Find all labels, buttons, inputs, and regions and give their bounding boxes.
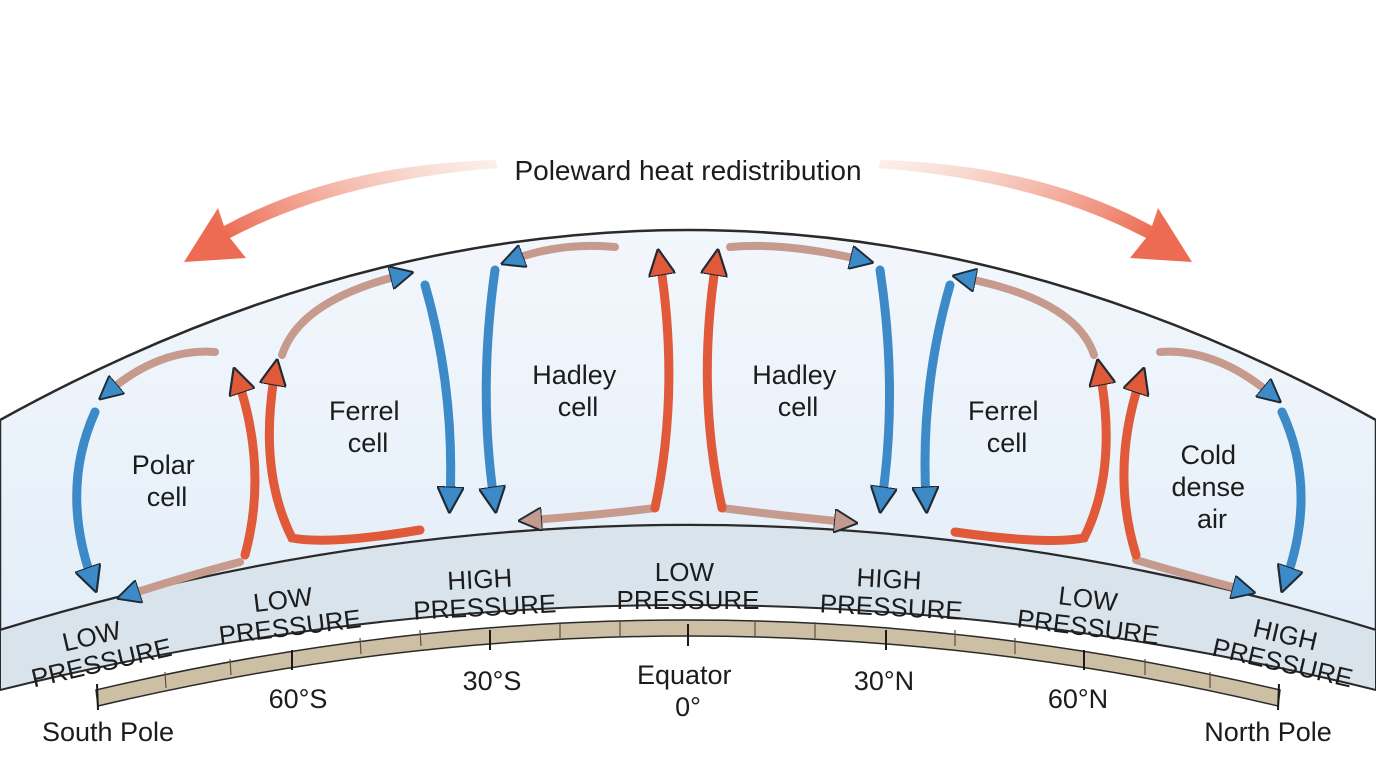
- ferrel-cell-south-arrows: [269, 275, 450, 545]
- latitude-label-north-pole: North Pole: [1204, 717, 1332, 747]
- svg-text:HIGH PRESSURE: HIGH PRESSURE: [411, 560, 557, 625]
- surface-pressure-band: [0, 524, 1376, 692]
- cell-label-ferrel-south: Ferrel cell: [329, 396, 407, 458]
- cell-label-hadley-north: Hadley cell: [752, 360, 844, 422]
- latitude-ticks: [96, 624, 1280, 711]
- cell-label-hadley-south: Hadley cell: [532, 360, 624, 422]
- latitude-label-60s: 60°S: [269, 684, 328, 714]
- diagram-title: Poleward heat redistribution: [514, 155, 861, 186]
- pressure-label-equator: LOW PRESSURE: [616, 557, 759, 615]
- cell-label-cold-dense-air: Cold dense air: [1171, 440, 1252, 534]
- polar-cell-north-arrows: [1119, 347, 1306, 590]
- latitude-label-30n: 30°N: [854, 666, 914, 696]
- hadley-cell-south-arrows: [486, 241, 669, 520]
- svg-text:HIGH PRESSURE: HIGH PRESSURE: [819, 560, 965, 625]
- ferrel-cell-north-arrows: [925, 278, 1106, 545]
- heat-arrow-north: [878, 160, 1192, 262]
- pressure-label-30n: HIGH PRESSURE: [819, 560, 965, 626]
- ground-ticks: [164, 620, 1211, 689]
- latitude-label-south-pole: South Pole: [42, 717, 174, 747]
- cell-label-ferrel-north: Ferrel cell: [968, 396, 1046, 458]
- heat-arrow-south: [184, 160, 498, 262]
- polar-cell-south-arrows: [72, 347, 260, 595]
- latitude-label-equator: Equator 0°: [637, 660, 739, 722]
- svg-text:LOW PRESSURE: LOW PRESSURE: [616, 557, 759, 615]
- latitude-label-30s: 30°S: [463, 666, 522, 696]
- latitude-label-60n: 60°N: [1048, 684, 1108, 714]
- cell-label-polar-south: Polar cell: [132, 450, 203, 512]
- hadley-cell-north-arrows: [707, 241, 889, 522]
- pressure-label-30s: HIGH PRESSURE: [411, 560, 557, 626]
